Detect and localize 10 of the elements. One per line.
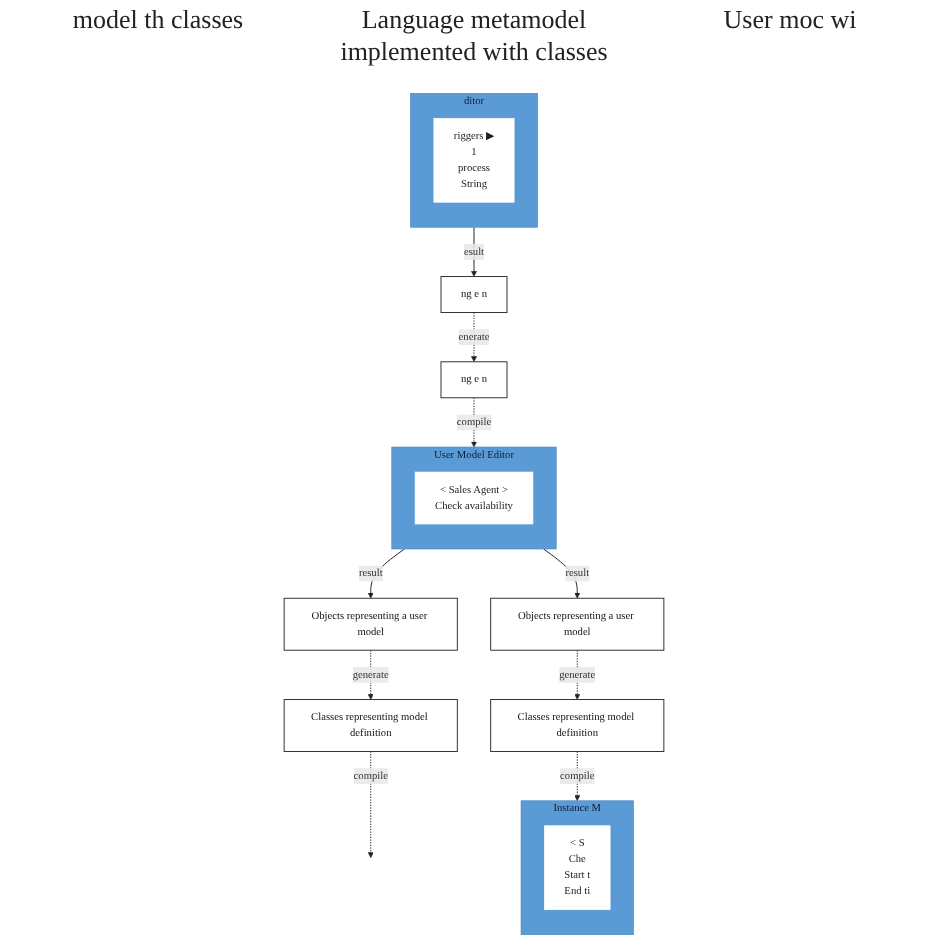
- arrow: [367, 548, 405, 599]
- arrow: [367, 751, 374, 858]
- column-title: User moc wi: [721, 4, 859, 38]
- arrow: [543, 548, 581, 599]
- column-title: model th classes: [70, 4, 246, 38]
- arrow: [471, 312, 477, 363]
- arrow: [574, 649, 581, 700]
- column-title: Language metamodel implemented with classes: [338, 4, 610, 70]
- arrow: [367, 649, 374, 700]
- arrow: [574, 751, 581, 802]
